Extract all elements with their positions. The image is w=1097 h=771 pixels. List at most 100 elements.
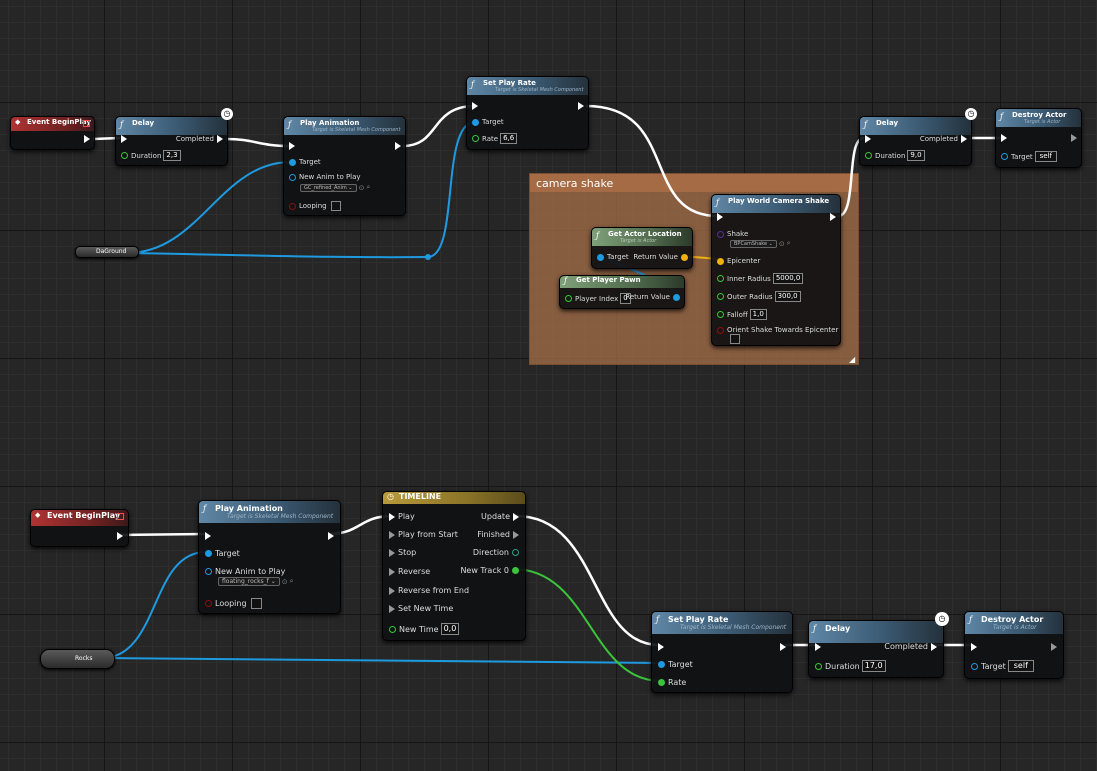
exec-input-pin[interactable] [472, 102, 478, 110]
looping-pin[interactable] [205, 600, 212, 607]
rate-pin[interactable] [658, 679, 665, 686]
new-time-pin[interactable] [389, 625, 396, 633]
rate-pin[interactable] [472, 135, 479, 142]
target-pin[interactable] [1001, 153, 1008, 160]
duration-pin[interactable] [865, 152, 872, 159]
target-pin[interactable] [658, 661, 665, 668]
exec-output-pin[interactable] [217, 135, 223, 143]
exec-output-pin[interactable] [117, 531, 123, 540]
return-value-pin[interactable] [681, 253, 688, 261]
exec-output-pin[interactable] [830, 213, 836, 221]
get-actor-location-node[interactable]: ƒ Get Actor Location Target is Actor Tar… [591, 227, 693, 269]
anim-asset-dropdown[interactable]: floating_rocks_f ⌄ [218, 577, 280, 586]
duration-input[interactable]: 17,0 [861, 660, 886, 672]
set-play-rate-node[interactable]: ƒ Set Play Rate Target is Skeletal Mesh … [466, 76, 589, 150]
outer-radius-input[interactable]: 300,0 [774, 291, 801, 302]
target-input[interactable]: self [1007, 660, 1034, 672]
exec-input-pin[interactable] [289, 142, 295, 150]
play-from-start-pin[interactable] [389, 530, 395, 539]
falloff-pin[interactable] [717, 311, 724, 318]
play-animation-node[interactable]: ƒ Play Animation Target is Skeletal Mesh… [198, 500, 341, 614]
play-world-camera-shake-node[interactable]: ƒ Play World Camera Shake Shake BPCamSha… [711, 194, 841, 346]
target-input[interactable]: self [1034, 151, 1058, 162]
exec-input-pin[interactable] [658, 642, 664, 651]
browse-icon[interactable]: ⌕ [786, 239, 791, 247]
browse-icon[interactable]: ⌕ [366, 183, 371, 191]
delegate-pin[interactable] [83, 120, 90, 127]
inner-radius-pin[interactable] [717, 275, 724, 282]
inner-radius-input[interactable]: 5000,0 [772, 273, 804, 284]
epicenter-pin[interactable] [717, 257, 724, 265]
exec-input-pin[interactable] [815, 642, 821, 651]
outer-radius-pin[interactable] [717, 293, 724, 300]
direction-pin[interactable] [512, 549, 519, 556]
orient-checkbox[interactable] [730, 334, 740, 344]
exec-output-pin[interactable] [1051, 642, 1057, 651]
timeline-node[interactable]: ◷ TIMELINE Play Play from Start Stop Rev… [382, 491, 526, 641]
return-value-pin[interactable] [673, 293, 680, 301]
use-selected-icon[interactable]: ⊙ [281, 577, 288, 586]
player-index-pin[interactable] [565, 295, 572, 302]
comment-resize-grip-icon[interactable]: ◢ [849, 355, 856, 364]
exec-input-pin[interactable] [121, 135, 127, 143]
duration-pin[interactable] [815, 662, 822, 670]
looping-pin[interactable] [289, 202, 296, 210]
update-pin[interactable] [513, 512, 519, 521]
comment-title[interactable]: camera shake [530, 174, 858, 192]
exec-input-pin[interactable] [205, 531, 211, 540]
rate-input[interactable]: 6,6 [500, 133, 518, 144]
set-play-rate-node[interactable]: ƒ Set Play Rate Target is Skeletal Mesh … [651, 611, 793, 693]
falloff-input[interactable]: 1,0 [749, 309, 767, 320]
looping-checkbox[interactable] [250, 598, 262, 609]
exec-output-pin[interactable] [395, 142, 401, 150]
duration-input[interactable]: 9,0 [907, 150, 925, 161]
event-begin-play-node[interactable]: ◆ Event BeginPlay [30, 509, 129, 547]
use-selected-icon[interactable]: ⊙ [358, 183, 365, 192]
orient-pin[interactable] [717, 326, 724, 334]
stop-pin[interactable] [389, 548, 395, 557]
target-pin[interactable] [971, 662, 978, 670]
exec-output-pin[interactable] [931, 642, 937, 651]
new-time-input[interactable]: 0,0 [440, 623, 460, 635]
finished-pin[interactable] [513, 530, 519, 539]
duration-input[interactable]: 2,3 [163, 150, 181, 161]
delegate-pin[interactable] [117, 513, 124, 520]
exec-output-pin[interactable] [1071, 134, 1077, 142]
shake-class-dropdown[interactable]: BPCamShake ⌄ [730, 239, 777, 248]
anim-pin[interactable] [205, 568, 212, 575]
exec-output-pin[interactable] [328, 531, 334, 540]
event-begin-play-node[interactable]: ◆ Event BeginPlay [10, 116, 95, 150]
target-pin[interactable] [289, 158, 296, 166]
variable-rocks[interactable]: Rocks [40, 649, 115, 669]
reverse-pin[interactable] [389, 567, 395, 576]
anim-pin[interactable] [289, 173, 296, 181]
target-pin[interactable] [597, 253, 604, 261]
shake-class-pin[interactable] [717, 230, 724, 238]
exec-input-pin[interactable] [971, 642, 977, 651]
use-selected-icon[interactable]: ⊙ [778, 239, 785, 248]
looping-checkbox[interactable] [330, 201, 341, 211]
play-pin[interactable] [389, 512, 395, 521]
target-pin[interactable] [205, 550, 212, 557]
reverse-from-end-pin[interactable] [389, 586, 395, 595]
target-pin[interactable] [472, 118, 479, 126]
exec-output-pin[interactable] [84, 135, 90, 143]
play-animation-node[interactable]: ƒ Play Animation Target is Skeletal Mesh… [283, 116, 406, 216]
set-new-time-pin[interactable] [389, 604, 395, 613]
new-track-pin[interactable] [512, 567, 519, 574]
exec-input-pin[interactable] [717, 213, 723, 221]
exec-input-pin[interactable] [865, 135, 871, 143]
duration-pin[interactable] [121, 152, 128, 159]
exec-output-pin[interactable] [961, 135, 967, 143]
exec-input-pin[interactable] [1001, 134, 1007, 142]
variable-daground[interactable]: DaGround [75, 246, 139, 258]
anim-asset-dropdown[interactable]: GC_refined_Anim ⌄ [300, 183, 357, 192]
exec-output-pin[interactable] [780, 642, 786, 651]
exec-output-pin[interactable] [578, 102, 584, 110]
